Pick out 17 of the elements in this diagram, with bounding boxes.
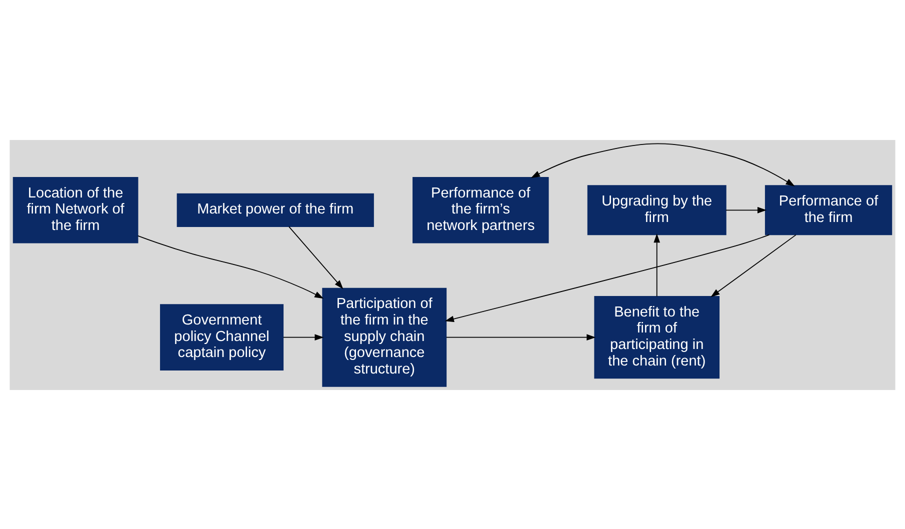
node-box: Participation of the firm in the supply chain (governance structure)	[322, 287, 447, 386]
node-box: Performance of the firm’s network partners	[412, 176, 549, 243]
node-box: Market power of the firm	[176, 192, 374, 226]
arrow	[444, 234, 770, 322]
node-box: Performance of the firm	[764, 184, 892, 235]
node-box: Location of the firm Network of the firm	[12, 176, 138, 243]
arrow	[137, 234, 324, 298]
arrow	[725, 206, 767, 213]
arrow	[530, 142, 795, 186]
node-box: Benefit to the firm of participating in the chain (rent)	[594, 296, 720, 378]
node-box: Upgrading by the firm	[587, 184, 726, 235]
arrow	[446, 334, 596, 340]
arrow	[282, 334, 324, 340]
arrow	[654, 233, 660, 296]
node-box: Government policy Channel captain policy	[160, 304, 284, 370]
arrow	[710, 234, 796, 297]
arrow	[288, 226, 344, 289]
